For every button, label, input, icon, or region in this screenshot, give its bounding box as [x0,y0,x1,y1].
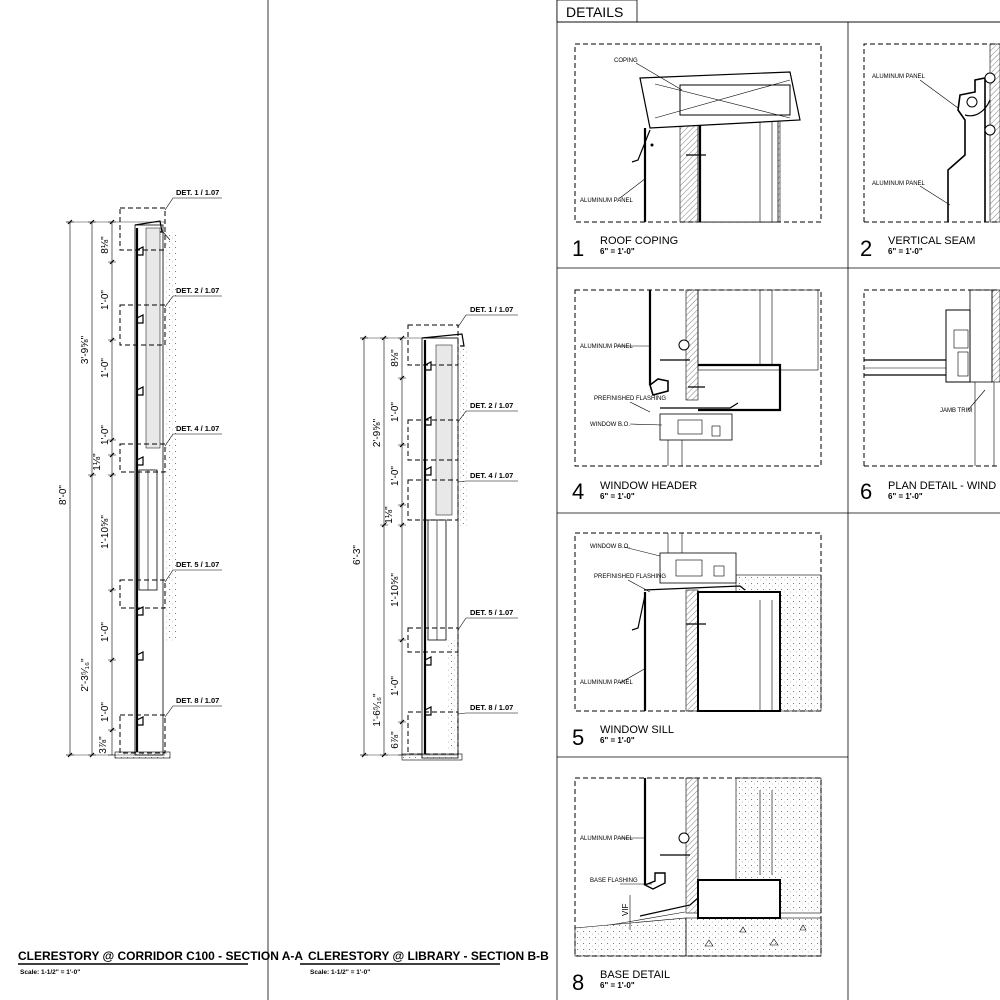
section-a-a: DET. 1 / 1.07 DET. 2 / 1.07 DET. 4 / 1.0… [18,188,303,976]
section-a-title: CLERESTORY @ CORRIDOR C100 - SECTION A-A [18,949,303,963]
section-b-callout-1: DET. 1 / 1.07 [470,305,513,314]
section-b-callout-4: DET. 5 / 1.07 [470,608,513,617]
detail-2-title: VERTICAL SEAM [888,235,975,247]
detail-2-vertical-seam: ALUMINUM PANEL ALUMINUM PANEL 2 VERTICAL… [860,43,1000,261]
section-b-dim-lower: 1'-6⁵⁄₁₆" [372,693,383,727]
detail-2-label-panel-top: ALUMINUM PANEL [872,74,926,80]
section-a-callout-1: DET. 1 / 1.07 [176,188,219,197]
section-b-dim-7: 6⅞" [390,731,401,749]
details-grid: DETAILS [556,0,1000,1000]
section-a-dim-upper: 3'-9⅝" [80,335,91,364]
detail-8-number: 8 [572,970,584,995]
section-a-dim-lower: 2'-3⁵⁄₁₆" [80,658,91,692]
detail-5-label-flashing: PREFINISHED FLASHING [594,574,666,580]
section-b-overall-dim: 6'-3" [352,545,363,565]
detail-2-number: 2 [860,236,872,261]
section-b-callout-2: DET. 2 / 1.07 [470,401,513,410]
section-b-b: DET. 1 / 1.07 DET. 2 / 1.07 DET. 4 / 1.0… [300,305,549,976]
section-a-dim-1: 8⅛" [100,236,111,254]
detail-5-scale: 6" = 1'-0" [600,736,635,745]
detail-1-title: ROOF COPING [600,235,678,247]
section-a-scale: Scale: 1-1/2" = 1'-0" [20,969,80,976]
detail-5-label-window: WINDOW B.O. [590,544,630,550]
detail-2-scale: 6" = 1'-0" [888,247,923,256]
detail-8-label-flashing: BASE FLASHING [590,878,638,884]
detail-1-number: 1 [572,236,584,261]
detail-6-plan-detail: JAMB TRIM 6 PLAN DETAIL - WIND 6" = 1'-0… [860,289,1000,504]
details-header: DETAILS [566,4,623,20]
detail-4-scale: 6" = 1'-0" [600,492,635,501]
section-a-callout-3: DET. 4 / 1.07 [176,424,219,433]
section-b-scale: Scale: 1-1/2" = 1'-0" [310,969,370,976]
section-b-dim-4: 1⅛" [384,506,395,524]
section-b-dim-2: 1'-0" [390,402,401,422]
section-a-overall-dim: 8'-0" [58,485,69,505]
section-a-dim-9: 3⅞" [98,736,109,754]
section-a-dim-7: 1'-0" [100,622,111,642]
detail-5-window-sill: WINDOW B.O. PREFINISHED FLASHING ALUMINU… [572,532,822,750]
detail-8-scale: 6" = 1'-0" [600,981,635,990]
detail-6-number: 6 [860,479,872,504]
section-a-dim-4: 1'-0" [100,425,111,445]
section-a-dim-3: 1'-0" [100,358,111,378]
section-a-dim-6: 1'-10⅝" [100,515,111,549]
detail-8-label-vif: VIF [621,903,630,916]
detail-1-label-panel: ALUMINUM PANEL [580,198,634,204]
section-b-title: CLERESTORY @ LIBRARY - SECTION B-B [308,949,549,963]
detail-5-title: WINDOW SILL [600,724,674,736]
detail-8-base-detail: ALUMINUM PANEL BASE FLASHING VIF 8 BASE … [572,777,822,995]
detail-2-label-panel-bottom: ALUMINUM PANEL [872,181,926,187]
section-a-dim-5: 1⅛" [92,453,103,471]
section-a-callout-2: DET. 2 / 1.07 [176,286,219,295]
detail-4-label-flashing: PREFINISHED FLASHING [594,396,666,402]
detail-1-label-coping: COPING [614,58,638,64]
section-b-dim-6: 1'-0" [390,676,401,696]
detail-6-title: PLAN DETAIL - WIND [888,480,996,492]
detail-4-number: 4 [572,479,584,504]
section-a-dim-8: 1'-0" [100,702,111,722]
detail-4-window-header: ALUMINUM PANEL PREFINISHED FLASHING WIND… [572,289,822,504]
section-b-dim-1: 8⅛" [390,349,401,367]
detail-4-label-panel: ALUMINUM PANEL [580,344,634,350]
detail-5-label-panel: ALUMINUM PANEL [580,680,634,686]
detail-1-roof-coping: COPING ALUMINUM PANEL 1 ROOF COPING 6" =… [572,43,822,261]
detail-6-scale: 6" = 1'-0" [888,492,923,501]
section-b-callout-3: DET. 4 / 1.07 [470,471,513,480]
detail-5-number: 5 [572,725,584,750]
detail-4-title: WINDOW HEADER [600,480,697,492]
section-a-dim-2: 1'-0" [100,290,111,310]
section-a-callout-4: DET. 5 / 1.07 [176,560,219,569]
detail-8-label-panel: ALUMINUM PANEL [580,836,634,842]
section-b-dim-upper: 2'-9⅝" [372,418,383,447]
section-b-callout-5: DET. 8 / 1.07 [470,703,513,712]
detail-6-label-jamb-trim: JAMB TRIM [940,408,972,414]
detail-8-title: BASE DETAIL [600,969,670,981]
section-a-callout-5: DET. 8 / 1.07 [176,696,219,705]
detail-4-label-window: WINDOW B.O. [590,422,630,428]
section-b-dim-5: 1'-10⅝" [390,573,401,607]
detail-1-scale: 6" = 1'-0" [600,247,635,256]
section-b-dim-3: 1'-0" [390,466,401,486]
